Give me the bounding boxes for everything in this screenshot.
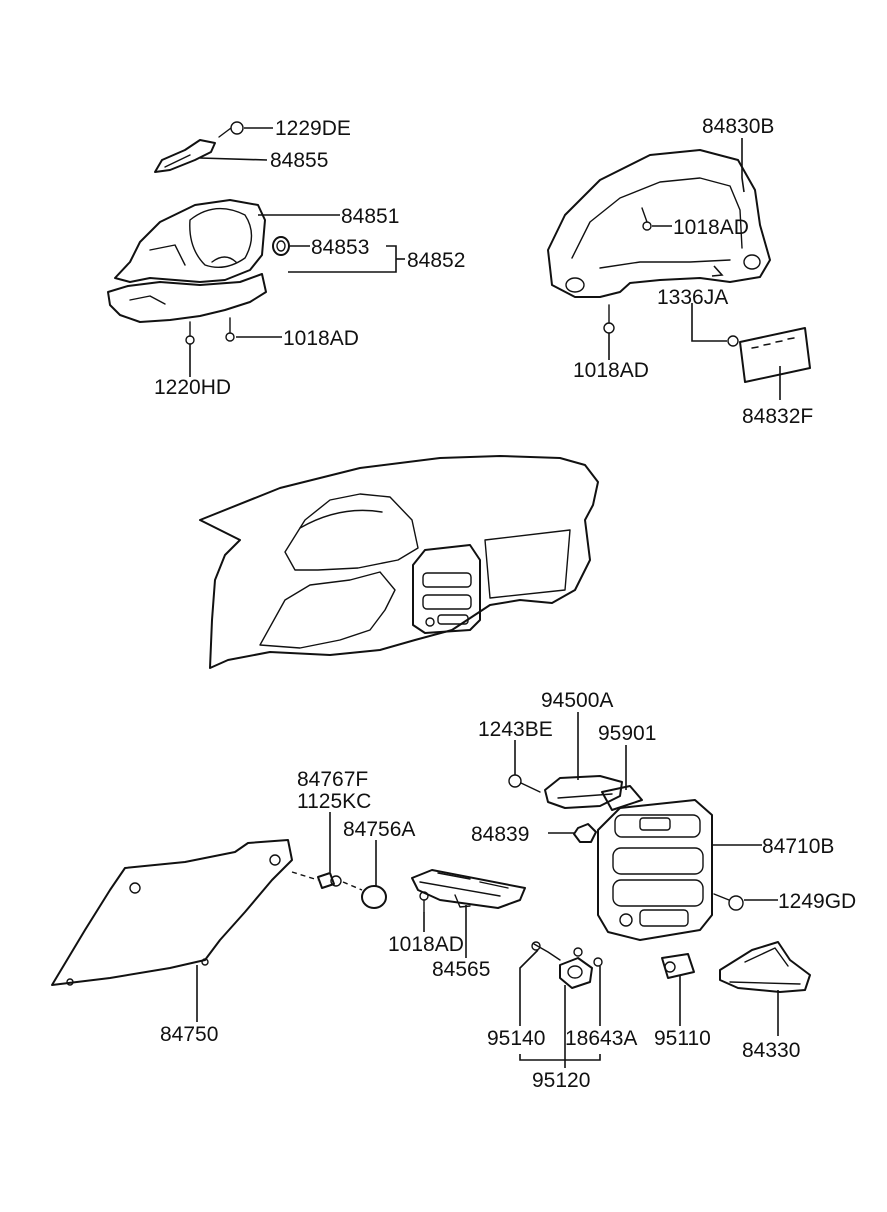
label-84750: 84750: [160, 1023, 218, 1046]
bolt-1125kc: [317, 872, 342, 889]
label-1018ad-d: 1018AD: [388, 933, 464, 956]
label-84767f: 84767F: [297, 768, 368, 791]
bezel-84710b: [597, 799, 713, 941]
instrument-panel: [199, 455, 599, 669]
lighter-18643a: [559, 957, 603, 989]
lighter-95110: [661, 953, 695, 979]
label-1336ja: 1336JA: [657, 286, 728, 309]
grommet-84853: [272, 236, 290, 256]
module-94500a: [544, 775, 623, 809]
label-18643a: 18643A: [565, 1027, 637, 1050]
bracket-84565: [411, 869, 526, 909]
leader-lines: [189, 127, 781, 1068]
label-84710b: 84710B: [762, 835, 834, 858]
shroud-upper-84851: [114, 199, 266, 283]
plate-84832f: [739, 327, 811, 383]
label-84855: 84855: [270, 149, 328, 172]
label-95120: 95120: [532, 1069, 590, 1092]
clip-1336ja: [727, 335, 739, 347]
cluster-facia-84830b: [547, 149, 771, 298]
label-95140: 95140: [487, 1027, 545, 1050]
label-84839: 84839: [471, 823, 529, 846]
harness-95140: [531, 941, 583, 961]
screw-1018ad-c: [603, 304, 615, 334]
dash-84750-bolt: [291, 871, 319, 881]
bolt-1229de: [218, 121, 244, 138]
label-95901: 95901: [598, 722, 656, 745]
label-84832f: 84832F: [742, 405, 813, 428]
shroud-lower: [107, 273, 267, 323]
lower-panel-84750: [51, 839, 293, 986]
label-84565: 84565: [432, 958, 490, 981]
cap-84756a: [361, 885, 387, 909]
screw-1018ad-b: [641, 207, 652, 231]
label-1249gd: 1249GD: [778, 890, 856, 913]
part-labels: 1229DE 84855 84851 84853 84852 1018AD 12…: [154, 115, 856, 1092]
label-1018ad-a: 1018AD: [283, 327, 359, 350]
label-1125kc: 1125KC: [297, 790, 371, 813]
label-84853: 84853: [311, 236, 369, 259]
label-1018ad-c: 1018AD: [573, 359, 649, 382]
screw-1018ad-d: [419, 891, 429, 913]
label-84330: 84330: [742, 1039, 800, 1062]
label-1229de: 1229DE: [275, 117, 351, 140]
bracket-95901: [601, 785, 643, 811]
label-84756a: 84756A: [343, 818, 415, 841]
bracket-84855: [154, 139, 216, 173]
label-1018ad-b: 1018AD: [673, 216, 749, 239]
label-94500a: 94500A: [541, 689, 613, 712]
label-95110: 95110: [654, 1027, 711, 1050]
label-84851: 84851: [341, 205, 399, 228]
label-84852: 84852: [407, 249, 465, 272]
label-1243be: 1243BE: [478, 718, 553, 741]
screw-1018ad-a: [225, 317, 235, 342]
dash-bolt-cap: [342, 881, 363, 891]
screw-1249gd: [713, 893, 744, 911]
screw-1243be: [508, 774, 541, 793]
label-84830b: 84830B: [702, 115, 774, 138]
ashtray-84330: [719, 941, 811, 993]
screw-1220hd: [185, 321, 195, 345]
clip-84839: [573, 823, 597, 843]
label-1220hd: 1220HD: [154, 376, 231, 399]
